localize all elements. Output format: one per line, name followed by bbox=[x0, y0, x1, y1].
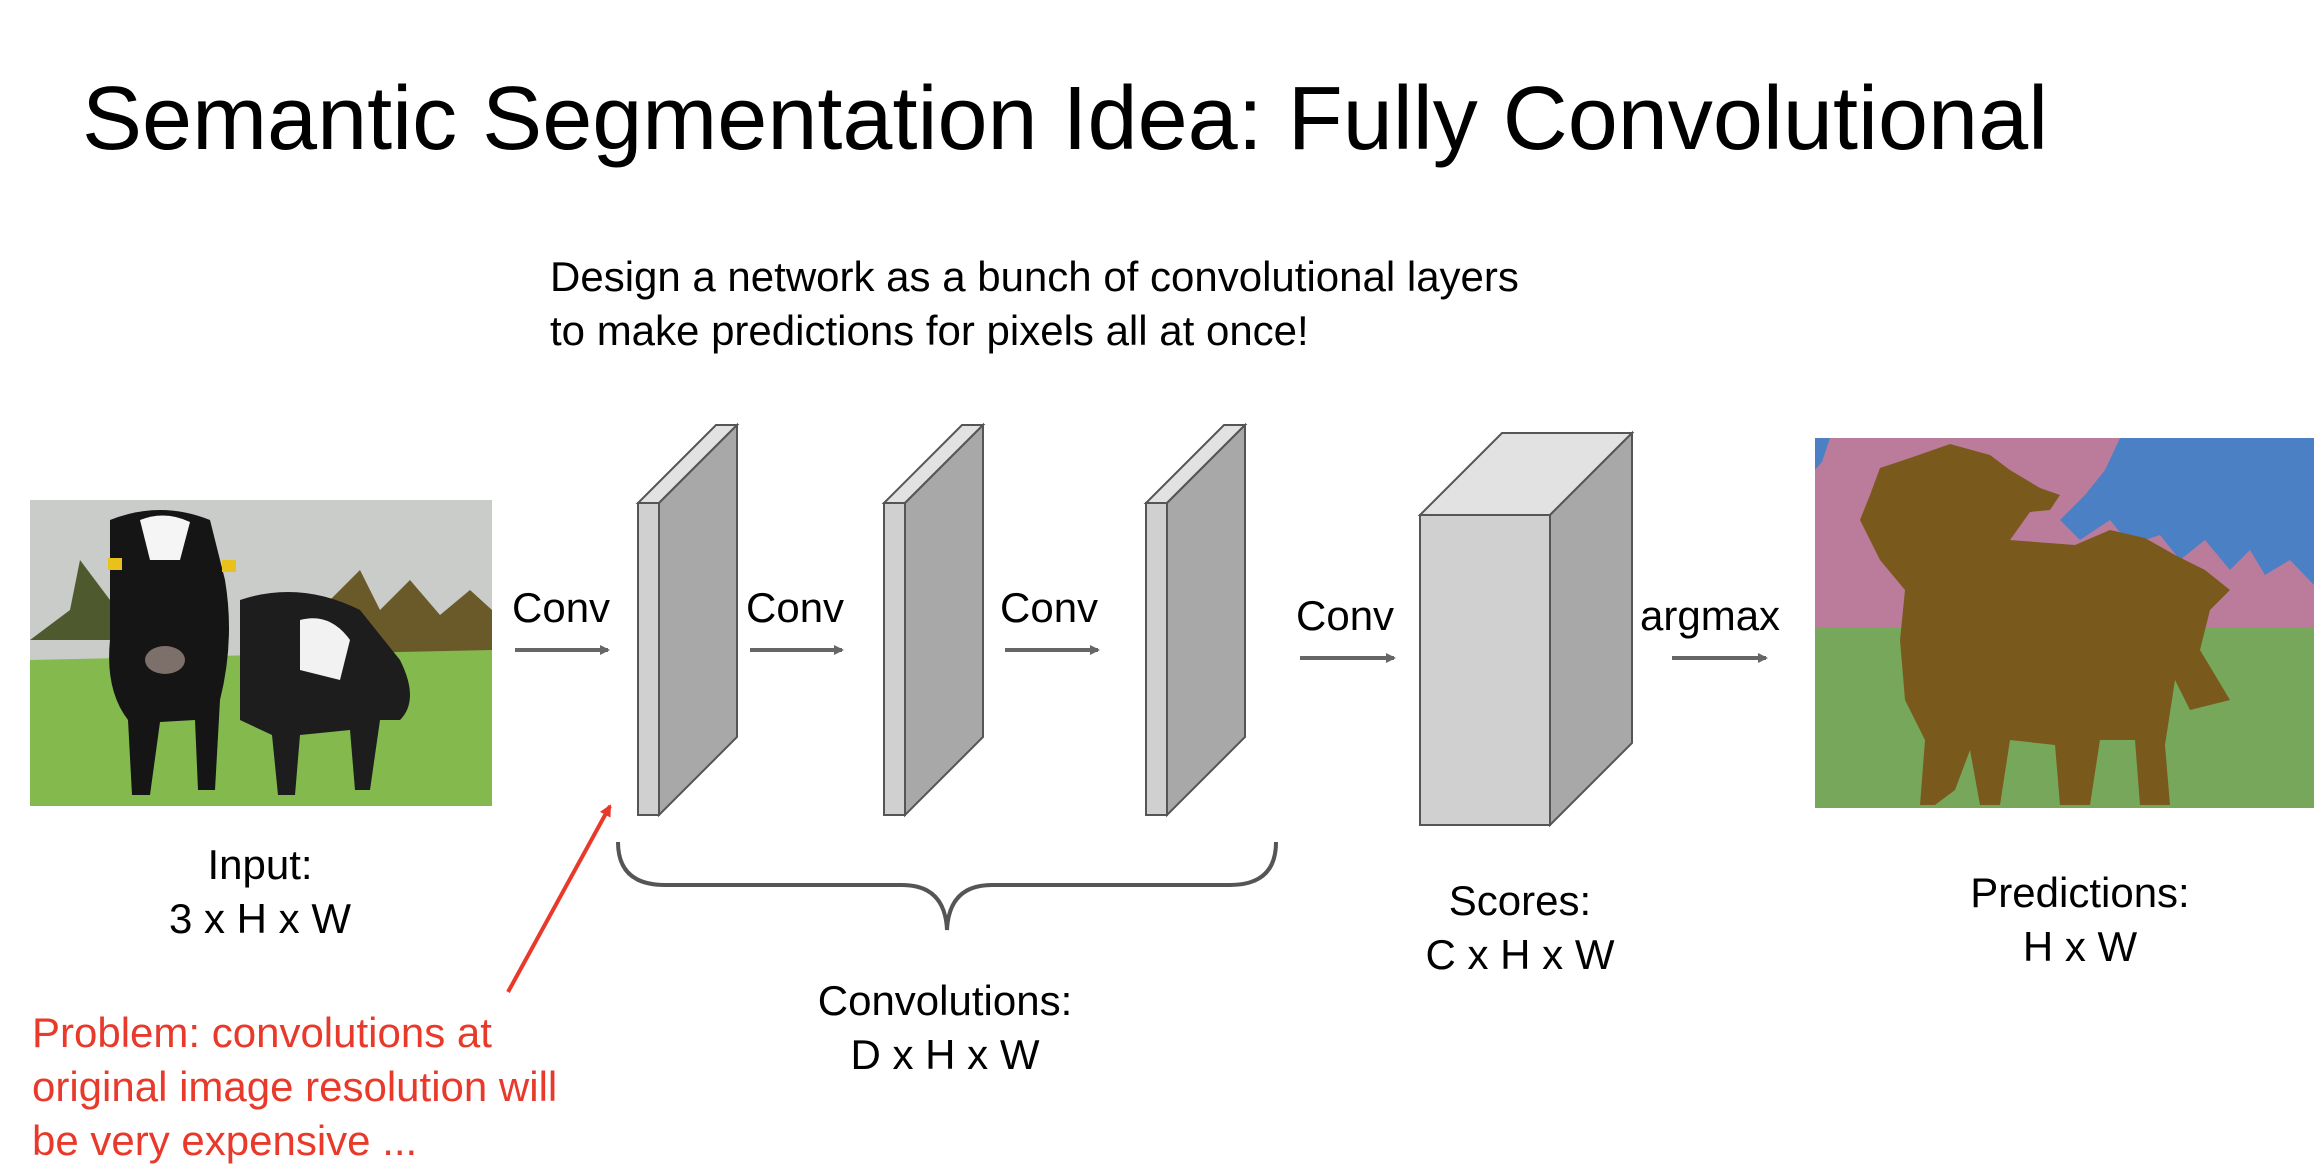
scores-block bbox=[1417, 430, 1635, 828]
conv-label-3: Conv bbox=[1000, 584, 1099, 631]
scores-caption-line-1: Scores: bbox=[1448, 877, 1592, 924]
conv-layer-2 bbox=[881, 422, 986, 818]
subtitle-line-1: Design a network as a bunch of convoluti… bbox=[550, 253, 1519, 300]
conv-layer-1 bbox=[635, 422, 740, 818]
problem-note-line-1: Problem: convolutions at bbox=[32, 1009, 492, 1056]
predictions-caption-line-2: H x W bbox=[2022, 923, 2138, 970]
conv-label-4: Conv bbox=[1296, 592, 1395, 639]
problem-note: Problem: convolutions at original image … bbox=[32, 1006, 557, 1168]
input-caption: Input: 3 x H x W bbox=[120, 838, 400, 946]
problem-arrow bbox=[506, 804, 612, 993]
conv-layer-3 bbox=[1143, 422, 1248, 818]
scores-caption: Scores: C x H x W bbox=[1370, 874, 1670, 982]
problem-note-line-2: original image resolution will bbox=[32, 1063, 558, 1110]
convolutions-caption-line-1: Convolutions: bbox=[817, 977, 1073, 1024]
input-caption-line-1: Input: bbox=[207, 841, 313, 888]
subtitle-line-2: to make predictions for pixels all at on… bbox=[550, 307, 1309, 354]
convolutions-caption-line-2: D x H x W bbox=[850, 1031, 1040, 1078]
subtitle: Design a network as a bunch of convoluti… bbox=[550, 250, 1519, 358]
scores-caption-line-2: C x H x W bbox=[1425, 931, 1615, 978]
convolutions-brace bbox=[616, 841, 1278, 931]
conv-label-1: Conv bbox=[512, 584, 611, 631]
problem-note-line-3: be very expensive ... bbox=[32, 1117, 418, 1164]
convolutions-caption: Convolutions: D x H x W bbox=[780, 974, 1110, 1082]
argmax-label: argmax bbox=[1640, 592, 1781, 639]
predictions-caption: Predictions: H x W bbox=[1930, 866, 2230, 974]
slide-title: Semantic Segmentation Idea: Fully Convol… bbox=[82, 69, 2049, 169]
conv-label-2: Conv bbox=[746, 584, 845, 631]
predictions-caption-line-1: Predictions: bbox=[1970, 869, 2190, 916]
predictions-image bbox=[1815, 438, 2314, 808]
input-caption-line-2: 3 x H x W bbox=[168, 895, 351, 942]
input-image bbox=[30, 500, 492, 806]
